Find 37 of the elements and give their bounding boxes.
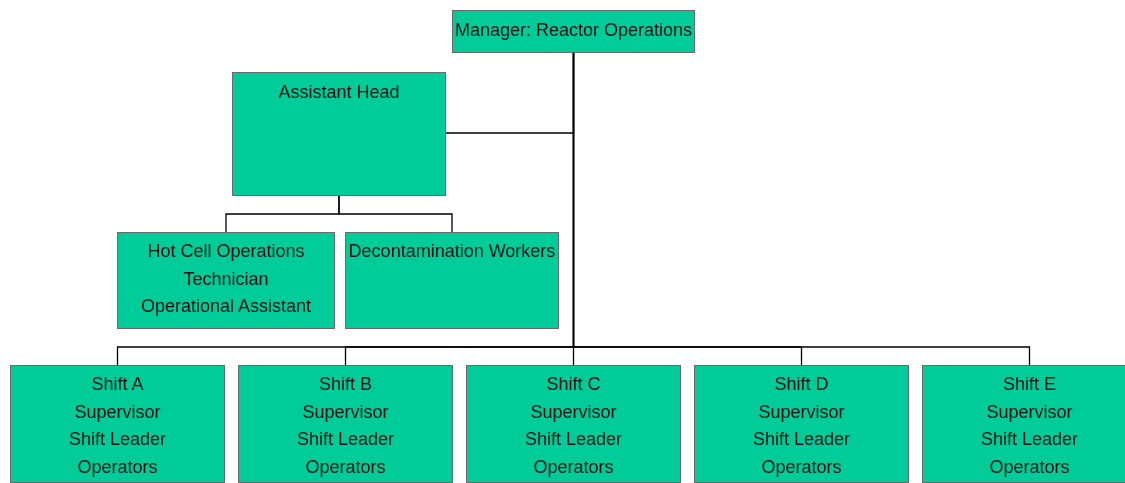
org-box (232, 72, 446, 196)
role-text: Shift Leader (524, 428, 623, 451)
connector-line (572, 52, 1031, 366)
role-text: Decontamination Workers (348, 240, 556, 263)
role-text: Operational Assistant (140, 295, 312, 318)
role-text: Shift Leader (296, 428, 395, 451)
org-box (452, 10, 695, 53)
role-text: Assistant Head (278, 81, 400, 104)
role-text: Shift Leader (68, 428, 167, 451)
org-box (345, 232, 559, 329)
role-text: Shift B (319, 373, 372, 396)
role-text: Operators (989, 455, 1070, 479)
role-text: Shift Leader (980, 428, 1079, 451)
org-box (10, 365, 225, 483)
org-box (117, 232, 335, 329)
org-box (922, 365, 1125, 483)
role-text: Supervisor (302, 400, 389, 424)
role-text: Technician (183, 267, 269, 291)
role-text: Supervisor (758, 400, 845, 424)
role-text: Shift A (91, 373, 144, 396)
org-box (466, 365, 681, 483)
org-box (694, 365, 909, 483)
role-text: Supervisor (530, 400, 617, 424)
role-text: Operators (533, 455, 614, 479)
role-text: Operators (761, 455, 842, 479)
org-box (238, 365, 453, 483)
role-text: Shift E (1003, 373, 1056, 396)
role-text: Shift Leader (752, 428, 851, 451)
role-text: Supervisor (74, 400, 161, 424)
connector-line (338, 195, 453, 233)
role-text: Hot Cell Operations (147, 240, 305, 263)
role-text: Operators (305, 455, 386, 479)
role-text: Manager: Reactor Operations (454, 19, 693, 42)
role-text: Operators (77, 455, 158, 479)
role-text: Shift C (546, 373, 601, 396)
role-text: Shift D (774, 373, 829, 396)
role-text: Supervisor (986, 400, 1073, 424)
